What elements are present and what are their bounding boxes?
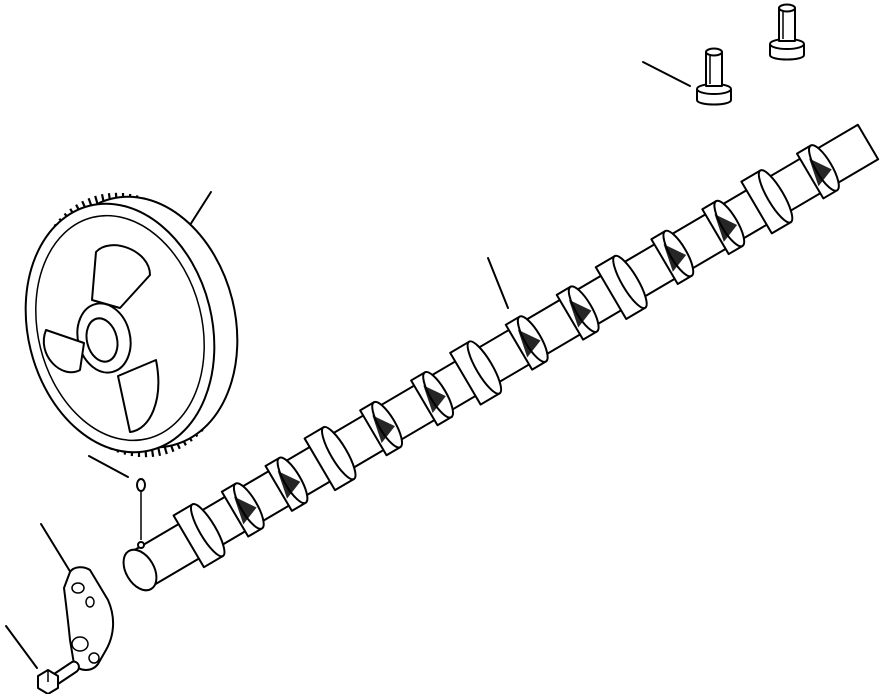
gear-hole-top xyxy=(91,244,151,309)
lobe-shadow xyxy=(517,329,541,358)
thrust-plate xyxy=(63,566,114,671)
lobe-shadow xyxy=(234,496,257,525)
lobe-shadow xyxy=(809,158,832,187)
gear-hole-bottom xyxy=(117,359,160,433)
journal-face xyxy=(612,254,648,310)
woodruff-key xyxy=(136,478,146,549)
valve-tappet-left xyxy=(696,47,732,106)
camshaft xyxy=(122,123,880,592)
leader-lines xyxy=(5,61,691,669)
journal-face xyxy=(757,169,794,224)
gear-hole-left xyxy=(42,329,85,374)
leader-camshaft xyxy=(487,257,509,309)
leader-thrust-plate xyxy=(40,523,72,574)
bolt xyxy=(37,660,80,694)
journal-face xyxy=(321,425,357,481)
leader-tappet xyxy=(642,61,691,87)
lobe-shadow xyxy=(714,214,738,242)
leader-bolt xyxy=(5,625,38,669)
lobe-shadow xyxy=(423,385,446,414)
valve-tappet-right xyxy=(769,3,805,61)
lobe-shadow xyxy=(277,470,301,499)
lobe-shadow xyxy=(568,299,592,328)
journal-face xyxy=(190,503,226,558)
camshaft-end xyxy=(122,548,158,592)
camshaft-gear xyxy=(24,192,239,458)
journal-face xyxy=(466,340,503,395)
leader-key xyxy=(88,455,129,478)
lobe-shadow xyxy=(663,244,687,272)
lobe-shadow xyxy=(372,415,395,444)
